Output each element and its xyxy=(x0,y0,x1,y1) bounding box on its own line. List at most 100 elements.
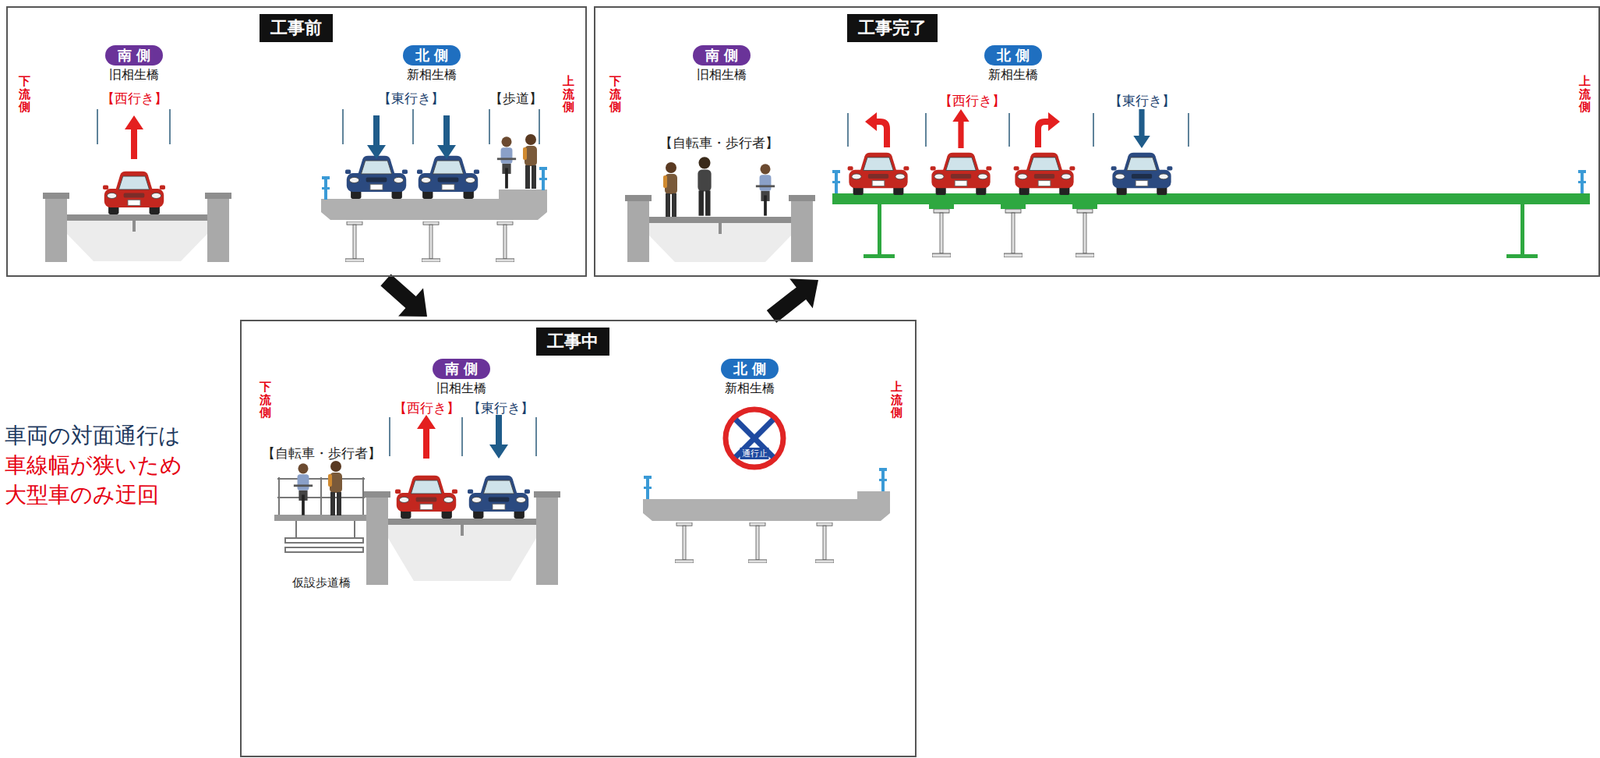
old-bridge xyxy=(625,194,652,202)
old-bridge xyxy=(388,518,537,525)
side-pill: 南 側 xyxy=(432,358,491,379)
side-pill: 南 側 xyxy=(105,45,163,66)
side-badge: 北 側新相生橋 xyxy=(984,45,1042,84)
lane-separator xyxy=(389,416,537,456)
side-pill: 南 側 xyxy=(692,45,751,66)
pedestrian-icon xyxy=(663,162,678,217)
new-bridge xyxy=(863,254,895,258)
new-bridge xyxy=(932,208,951,258)
side-pill: 北 側 xyxy=(720,358,779,379)
lane-separator xyxy=(1092,113,1095,147)
old-bridge xyxy=(533,490,561,498)
stage-title: 工事完了 xyxy=(847,14,938,43)
old-bridge xyxy=(363,490,561,585)
side-pill: 北 側 xyxy=(402,45,461,66)
old-bridge xyxy=(45,196,68,262)
new-bridge xyxy=(1506,254,1538,258)
old-bridge xyxy=(67,214,208,221)
lane-label: 【自転車・歩行者】 xyxy=(659,134,779,152)
new-bridge xyxy=(832,193,1590,205)
old-bridge xyxy=(718,222,722,234)
side-badge: 南 側旧相生橋 xyxy=(692,45,751,84)
direction-arrow xyxy=(865,112,887,148)
flow-arrow xyxy=(766,278,819,323)
old-bridge xyxy=(625,194,816,262)
pedestrian-icon xyxy=(328,460,343,516)
side-pill: 北 側 xyxy=(984,45,1042,66)
temporary-footbridge xyxy=(274,476,367,552)
lane-separator xyxy=(96,109,99,145)
cyclist-icon xyxy=(755,163,775,216)
new-bridge xyxy=(495,221,515,262)
old-bridge xyxy=(627,198,650,262)
direction-arrow xyxy=(489,414,509,459)
new-bridge xyxy=(879,467,887,491)
car-icon xyxy=(467,475,530,519)
stage-panel: 工事前南 側旧相生橋北 側新相生橋 xyxy=(6,6,587,277)
bridge-name: 新相生橋 xyxy=(724,380,775,397)
old-bridge xyxy=(460,524,464,536)
new-bridge xyxy=(321,176,330,200)
lane-separator xyxy=(97,109,540,145)
new-bridge xyxy=(1003,208,1023,258)
new-bridge xyxy=(1075,208,1095,258)
cyclist-icon xyxy=(497,136,516,188)
old-bridge xyxy=(204,192,232,199)
pedestrian-icon xyxy=(697,156,711,216)
lane-label: 【東行き】 xyxy=(377,89,445,108)
old-bridge xyxy=(67,220,208,262)
old-bridge xyxy=(536,494,559,585)
bridge-name: 旧相生橋 xyxy=(436,380,487,397)
old-bridge xyxy=(649,216,792,223)
new-bridge xyxy=(643,475,652,499)
no-entry-sign: 通行止 xyxy=(721,405,788,471)
temporary-footbridge xyxy=(295,520,297,538)
flow-side: 下流側 xyxy=(259,380,272,420)
new-bridge xyxy=(345,221,364,262)
side-badge: 南 側旧相生橋 xyxy=(105,45,163,84)
new-bridge xyxy=(674,522,694,563)
new-bridge xyxy=(748,522,767,563)
car-icon xyxy=(1111,152,1173,195)
lane-label: 【自転車・歩行者】 xyxy=(261,444,382,463)
new-bridge xyxy=(642,467,891,563)
flow-arrow xyxy=(380,274,428,318)
temporary-footbridge xyxy=(277,496,365,499)
lane-separator xyxy=(538,109,541,145)
lane-separator xyxy=(1008,113,1011,147)
direction-arrow xyxy=(124,115,144,159)
old-bridge xyxy=(649,222,792,262)
car-icon xyxy=(847,152,910,195)
new-bridge xyxy=(815,522,834,563)
lane-label: 【西行き】 xyxy=(101,89,168,108)
lane-separator xyxy=(925,113,927,147)
flow-side: 上流側 xyxy=(890,380,903,420)
old-bridge xyxy=(366,494,389,585)
temporary-footbridge xyxy=(353,520,356,538)
lane-separator xyxy=(488,109,491,145)
lane-separator xyxy=(461,416,463,456)
lane-separator xyxy=(535,416,537,456)
car-icon xyxy=(930,152,993,195)
old-bridge xyxy=(388,524,537,581)
side-badge: 南 側旧相生橋 xyxy=(432,358,491,397)
old-bridge xyxy=(788,194,816,202)
temporary-footbridge xyxy=(274,514,367,521)
new-bridge xyxy=(1520,204,1525,256)
lane-label: 【東行き】 xyxy=(467,399,534,417)
flow-side: 上流側 xyxy=(562,74,575,114)
side-badge: 北 側新相生橋 xyxy=(720,358,779,397)
direction-arrow xyxy=(416,414,436,459)
bridge-name: 旧相生橋 xyxy=(109,67,159,84)
bridge-name: 新相生橋 xyxy=(406,67,457,84)
direction-arrow xyxy=(1038,112,1060,148)
new-bridge xyxy=(928,204,954,209)
lane-separator xyxy=(412,109,414,145)
cyclist-icon xyxy=(293,462,313,515)
stage-title: 工事中 xyxy=(536,327,610,356)
old-bridge xyxy=(363,490,391,498)
old-bridge xyxy=(207,196,230,262)
sign-ring xyxy=(725,409,784,467)
new-bridge xyxy=(877,204,882,256)
temporary-footbridge xyxy=(285,537,364,543)
